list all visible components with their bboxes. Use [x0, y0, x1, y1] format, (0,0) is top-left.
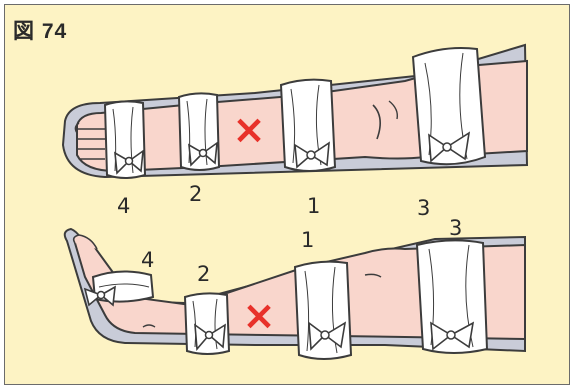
bottom-bandage-3 [417, 240, 487, 353]
top-label-1: 1 [307, 194, 320, 218]
top-label-4: 4 [117, 194, 130, 218]
top-bandage-2 [179, 93, 219, 170]
bottom-bandage-2 [185, 293, 229, 354]
bottom-label-3: 3 [449, 216, 462, 240]
top-label-3: 3 [417, 196, 430, 220]
bottom-limb: × 4 2 1 3 [65, 216, 525, 359]
bottom-label-2: 2 [197, 262, 210, 286]
figure-frame: 図 74 [4, 4, 570, 385]
splint-illustration: × 4 2 1 3 [5, 5, 570, 385]
top-fracture-mark: × [232, 107, 266, 153]
bottom-label-1: 1 [301, 228, 314, 252]
bottom-label-4: 4 [141, 248, 154, 272]
top-label-2: 2 [189, 182, 202, 206]
top-bandage-3 [413, 48, 485, 164]
bottom-fracture-mark: × [242, 293, 276, 339]
bottom-bandage-1 [295, 262, 351, 359]
top-limb: × 4 2 1 3 [63, 45, 527, 220]
bottom-bandage-4 [85, 271, 153, 305]
top-bandage-1 [281, 80, 335, 171]
top-bandage-4 [105, 101, 145, 178]
